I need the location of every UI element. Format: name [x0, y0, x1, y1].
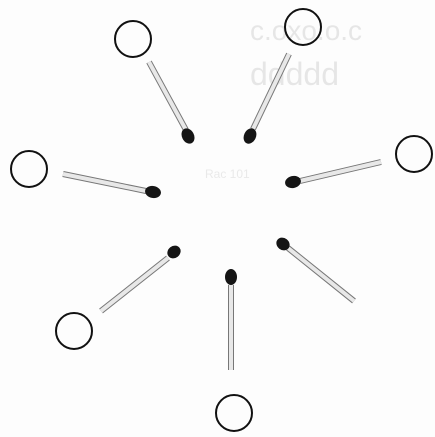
ghost-text: c.oxo.o.c ddddd Rac 101	[205, 15, 362, 181]
circle-icon	[216, 395, 252, 431]
ghost-line-1: c.oxo.o.c	[250, 15, 362, 46]
match-icon	[274, 235, 354, 301]
match-group	[63, 54, 381, 370]
ghost-footer: Rac 101	[205, 167, 250, 181]
match-icon	[63, 174, 162, 199]
circle-icon	[56, 313, 92, 349]
circle-group	[11, 9, 432, 431]
match-icon	[225, 269, 237, 370]
match-icon	[284, 162, 381, 190]
circle-icon	[115, 21, 151, 57]
circle-icon	[11, 151, 47, 187]
circle-icon	[396, 136, 432, 172]
match-icon	[149, 62, 197, 146]
match-icon	[101, 243, 183, 311]
ghost-line-2: ddddd	[250, 56, 339, 92]
